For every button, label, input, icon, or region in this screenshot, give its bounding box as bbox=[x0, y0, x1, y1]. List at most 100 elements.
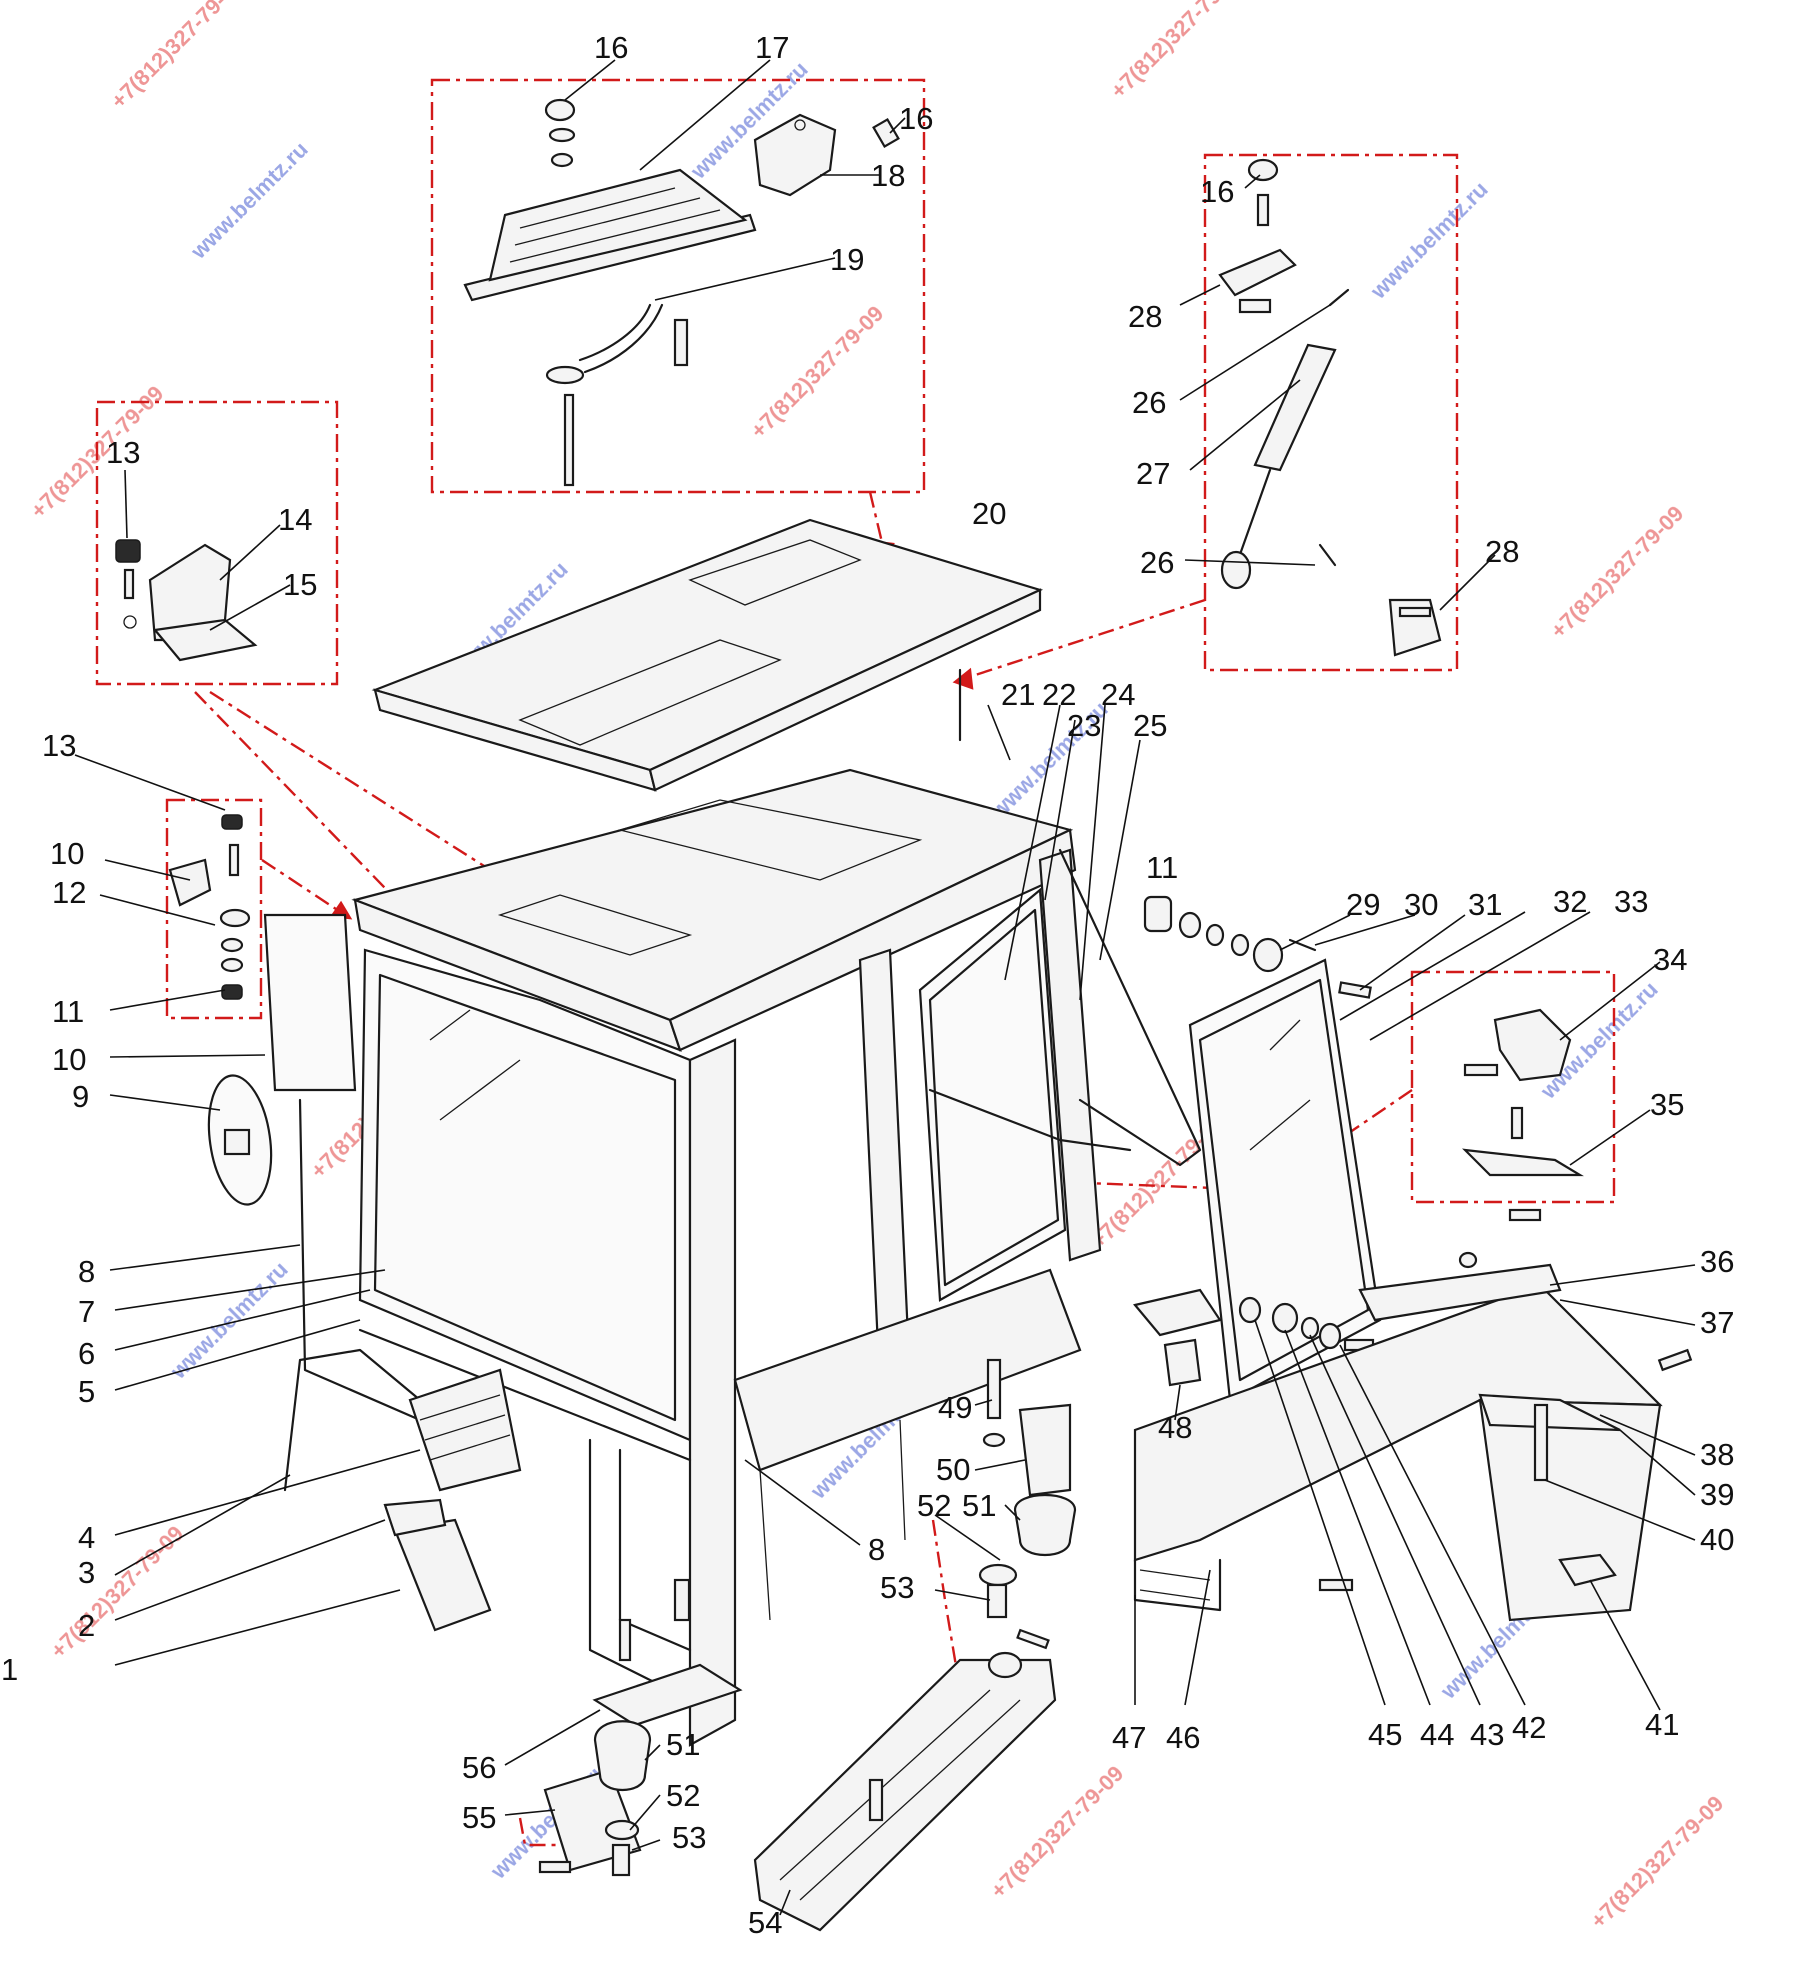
connector-strut-to-roof bbox=[959, 598, 1206, 682]
hatch-lock-18 bbox=[753, 113, 837, 197]
roof-hatch-assembly bbox=[463, 98, 900, 487]
bolt bbox=[228, 843, 240, 877]
bolt-short bbox=[673, 318, 689, 367]
callout-28: 28 bbox=[1128, 299, 1162, 334]
rear-pillar bbox=[1038, 848, 1102, 1262]
watermark-site: www.belmtz.ru bbox=[185, 137, 313, 265]
gas-strut-assembly bbox=[1218, 158, 1442, 657]
cap-nut-13 bbox=[115, 539, 141, 563]
front-pillar bbox=[688, 1038, 737, 1747]
strut-pin bbox=[1238, 298, 1272, 314]
washer bbox=[548, 127, 576, 143]
bolt-53 bbox=[986, 1583, 1008, 1619]
watermark-phone: +7(812)327-79-09 bbox=[46, 1521, 189, 1664]
washer bbox=[123, 615, 137, 629]
left-side-parts bbox=[168, 814, 522, 1632]
mount-bracket-50 bbox=[1018, 1403, 1072, 1497]
cab-frame bbox=[351, 768, 1202, 1747]
pin bbox=[1016, 1628, 1050, 1650]
callout-49: 49 bbox=[938, 1390, 972, 1425]
callout-15: 15 bbox=[283, 567, 317, 602]
callout-13b: 13 bbox=[106, 435, 140, 470]
step-bracket-4 bbox=[408, 1368, 522, 1492]
callout-21: 21 bbox=[1001, 677, 1035, 712]
bolt bbox=[618, 1618, 632, 1662]
detail-frame-gas-strut bbox=[1203, 153, 1459, 672]
callout-8b: 8 bbox=[868, 1532, 885, 1567]
side-window-seal-22 bbox=[928, 908, 1060, 1287]
connector-door-hinge bbox=[261, 858, 346, 917]
washer-45 bbox=[1238, 1296, 1262, 1324]
callout-34: 34 bbox=[1653, 942, 1687, 977]
callout-30: 30 bbox=[1404, 887, 1438, 922]
bolt bbox=[1510, 1106, 1524, 1140]
callout-11b: 11 bbox=[1146, 850, 1178, 885]
rubber-mount-51 bbox=[1013, 1493, 1077, 1557]
leader-lines bbox=[74, 59, 1696, 1916]
roof-panel-20 bbox=[371, 518, 1044, 792]
callout-36: 36 bbox=[1700, 1244, 1734, 1279]
door-handle-48 bbox=[1133, 1288, 1222, 1337]
callout-41: 41 bbox=[1645, 1707, 1679, 1742]
callout-39: 39 bbox=[1700, 1477, 1734, 1512]
callout-14: 14 bbox=[278, 502, 312, 537]
callout-29: 29 bbox=[1346, 887, 1380, 922]
bolt-31 bbox=[1338, 981, 1372, 999]
watermark-site: www.belmtz.ru bbox=[1365, 177, 1493, 305]
roof-recess bbox=[518, 639, 782, 746]
washer-52 bbox=[978, 1563, 1018, 1587]
bolt bbox=[868, 1778, 884, 1822]
callout-1: 1 bbox=[1, 1652, 18, 1687]
callout-22: 22 bbox=[1042, 677, 1076, 712]
callout-27: 27 bbox=[1136, 456, 1170, 491]
connector-mount bbox=[931, 1519, 962, 1691]
callout-50: 50 bbox=[936, 1452, 970, 1487]
callout-6: 6 bbox=[78, 1336, 95, 1371]
left-door-glass-10 bbox=[263, 913, 357, 1092]
bolt bbox=[538, 1860, 572, 1874]
callout-35: 35 bbox=[1650, 1087, 1684, 1122]
callout-7: 7 bbox=[78, 1294, 95, 1329]
door-frame-10 bbox=[298, 1098, 422, 1422]
handle-bracket-48 bbox=[1163, 1338, 1202, 1387]
flap-plate-41 bbox=[1558, 1553, 1617, 1587]
callout-45: 45 bbox=[1368, 1717, 1402, 1752]
washer-42 bbox=[1318, 1322, 1342, 1350]
rivet bbox=[794, 119, 806, 131]
callout-23: 23 bbox=[1067, 708, 1101, 743]
bushing-29 bbox=[1252, 937, 1284, 973]
bolt-49 bbox=[986, 1358, 1002, 1420]
callout-24: 24 bbox=[1101, 677, 1135, 712]
arrowhead bbox=[952, 667, 974, 690]
callout-labels: 1 2 3 4 5 6 7 8 8 9 10 10 11 11 12 13 13… bbox=[1, 30, 1734, 1940]
callout-37: 37 bbox=[1700, 1305, 1734, 1340]
washer-12 bbox=[219, 908, 251, 928]
bolt bbox=[1508, 1208, 1542, 1222]
roof-vent-opening bbox=[497, 894, 693, 956]
windshield-seal-8 bbox=[373, 973, 677, 1422]
hatch-cable-19 bbox=[578, 303, 652, 362]
detail-frame-door-hinge bbox=[165, 798, 263, 1020]
callout-20: 20 bbox=[972, 496, 1006, 531]
roof-recess bbox=[688, 539, 862, 606]
washer bbox=[550, 152, 574, 168]
callout-55: 55 bbox=[462, 1800, 496, 1835]
callout-25: 25 bbox=[1133, 708, 1167, 743]
roof-hatch-opening bbox=[617, 799, 923, 881]
callout-18: 18 bbox=[871, 158, 905, 193]
detail-frame-hinge bbox=[95, 400, 339, 686]
bracket-ribs bbox=[419, 1394, 511, 1461]
rear-fender-assembly bbox=[1133, 1208, 1693, 1622]
callout-40: 40 bbox=[1700, 1522, 1734, 1557]
callout-32: 32 bbox=[1553, 884, 1587, 919]
callout-12: 12 bbox=[52, 875, 86, 910]
callout-16b: 16 bbox=[899, 101, 933, 136]
callout-46: 46 bbox=[1166, 1720, 1200, 1755]
bushing-11 bbox=[221, 984, 243, 1000]
strut-end bbox=[1220, 550, 1252, 590]
callout-16c: 16 bbox=[1200, 174, 1234, 209]
cab-floor bbox=[733, 1268, 1082, 1472]
callout-8: 8 bbox=[78, 1254, 95, 1289]
washer bbox=[982, 1432, 1006, 1448]
hatch-cover-17 bbox=[488, 168, 748, 282]
